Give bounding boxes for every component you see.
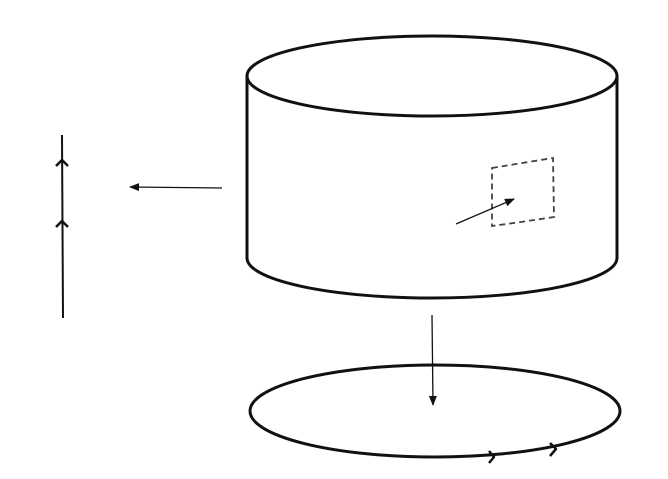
- vertical-line-tick-upper: [55, 158, 69, 167]
- vertical-line-stroke: [61, 134, 64, 319]
- vertical-line-tick-lower: [55, 219, 69, 228]
- vertical-line: [55, 134, 69, 319]
- base-circle-tick-right: [549, 442, 558, 457]
- surface-patch: [491, 156, 555, 228]
- patch-arrow: [455, 198, 515, 225]
- down-arrow: [428, 314, 437, 406]
- cylinder-body: [247, 76, 617, 298]
- cylinder-bottom-arc: [245, 257, 619, 300]
- base-circle-tick-left: [488, 450, 496, 464]
- left-arrow: [129, 183, 223, 192]
- base-circle-ellipse: [248, 363, 622, 459]
- cylinder-top-ellipse: [245, 34, 619, 118]
- base-circle: [248, 363, 622, 464]
- cylinder: [245, 34, 619, 300]
